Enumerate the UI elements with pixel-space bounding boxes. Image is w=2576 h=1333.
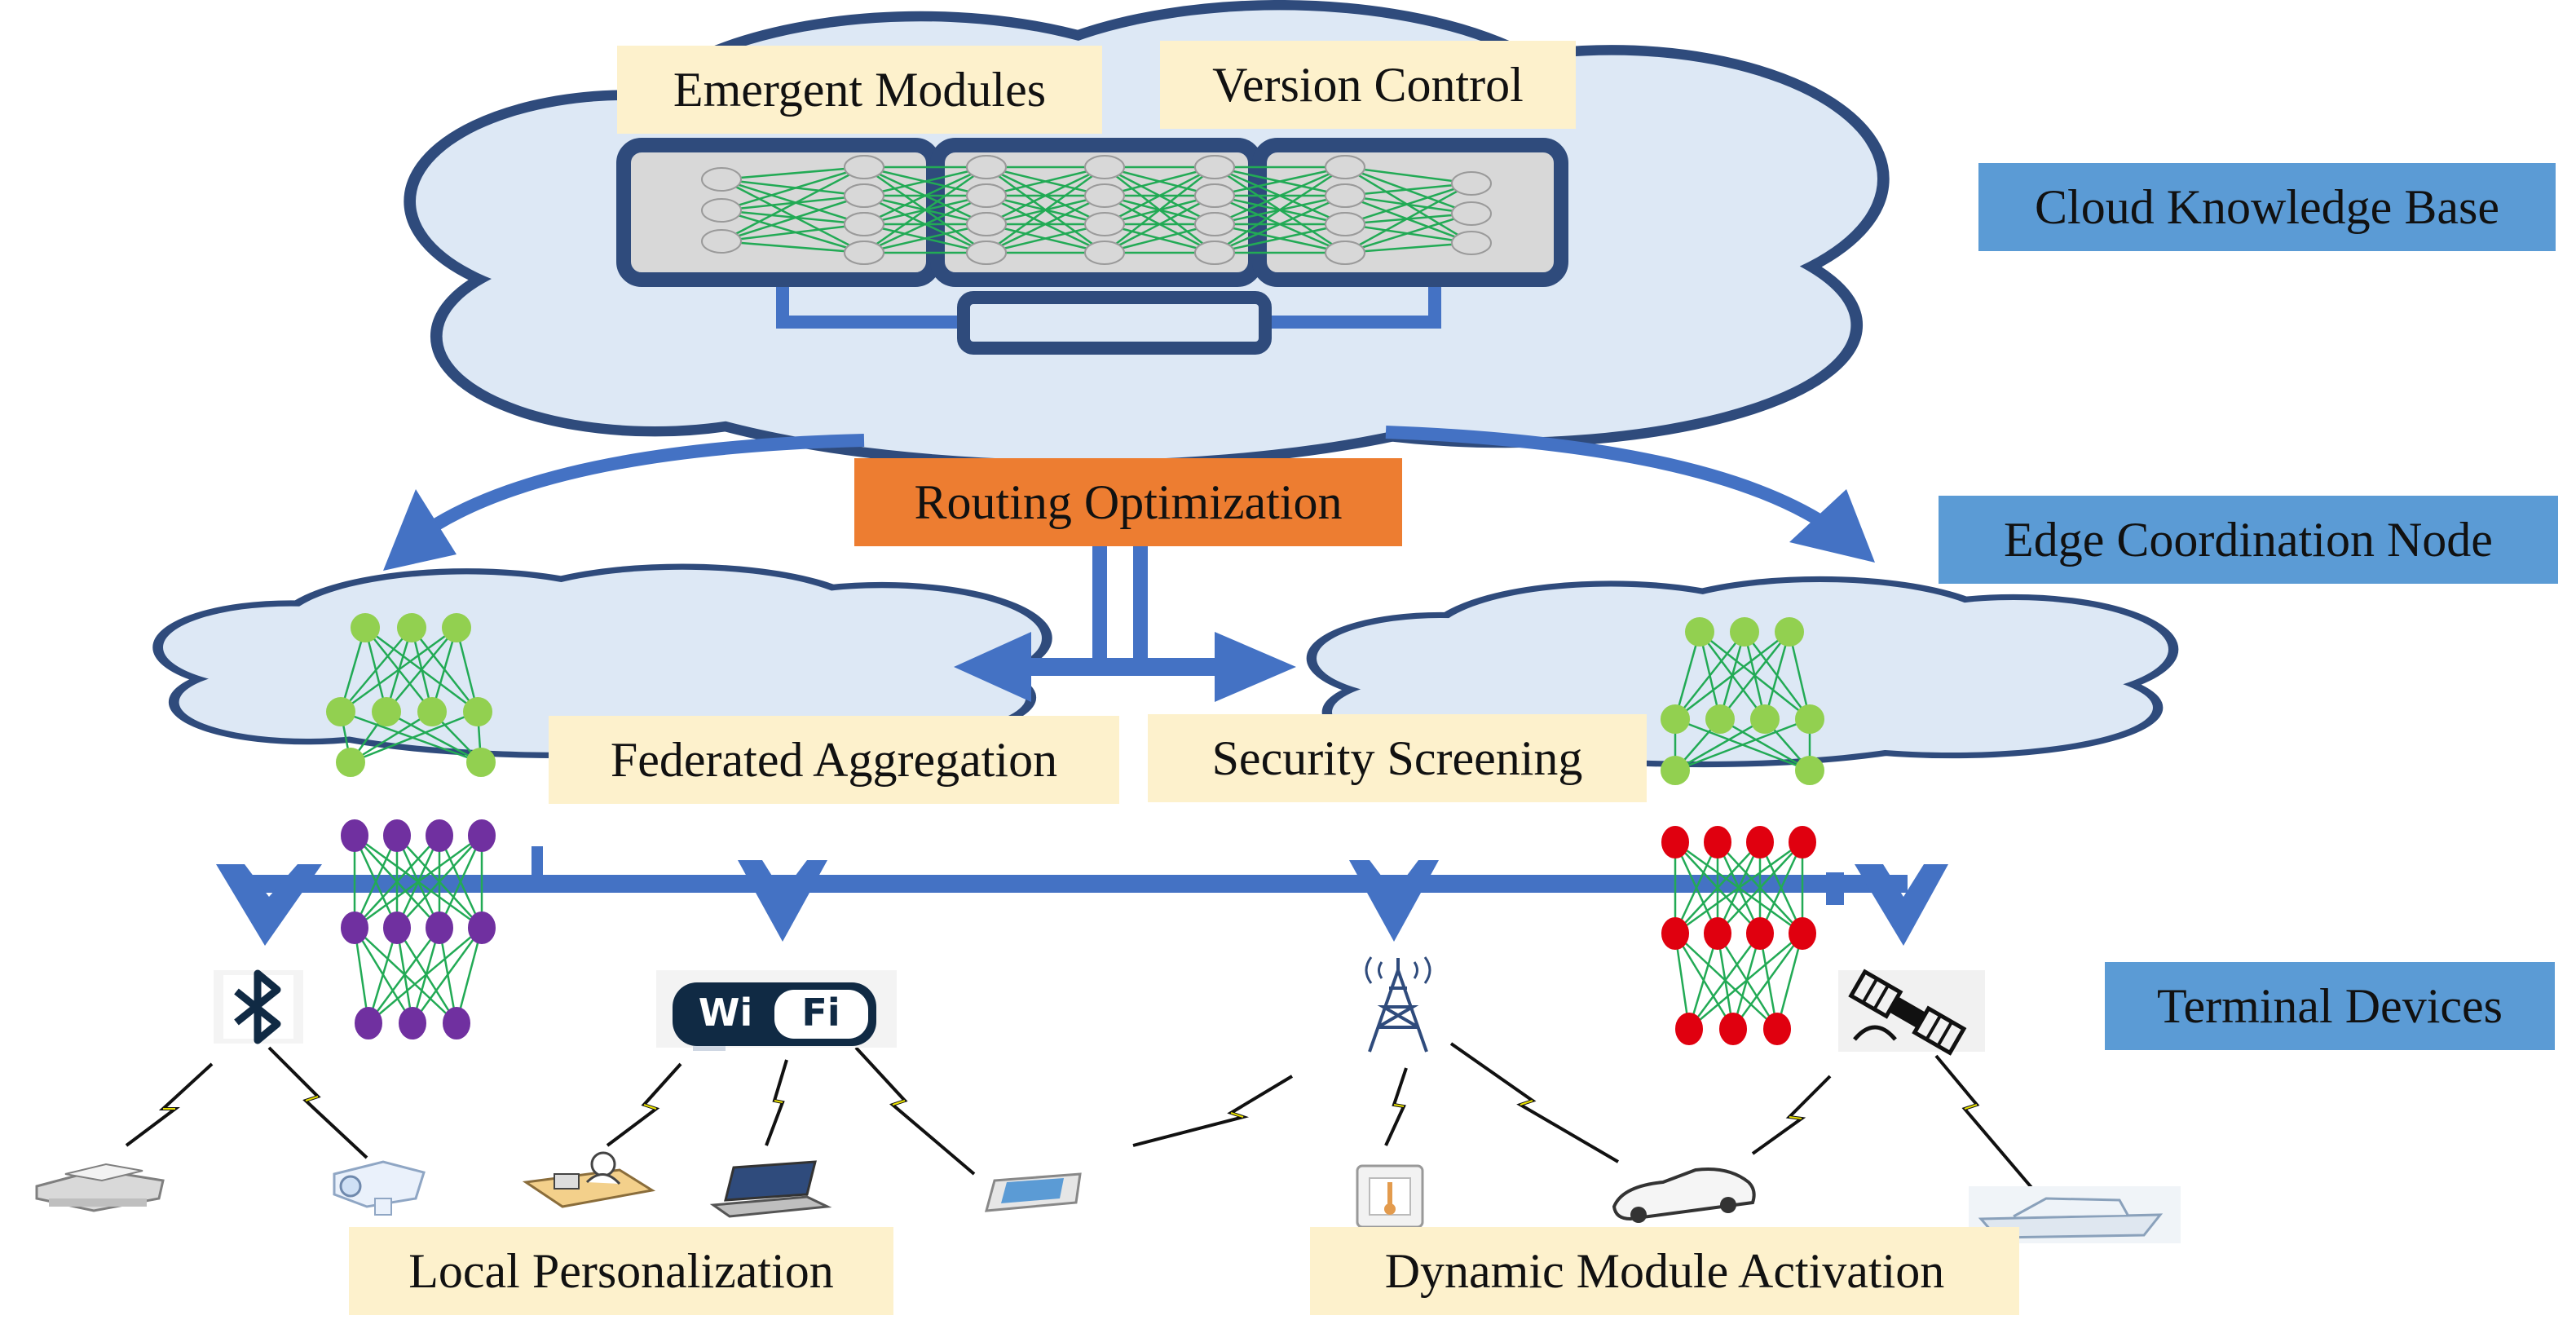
module-net-bridge-2 <box>1194 155 1365 265</box>
terminal-bus <box>216 846 1948 946</box>
printer-device-icon <box>35 1163 165 1212</box>
satellite-icon <box>1838 969 1985 1056</box>
terminal-net-purple <box>341 819 496 1039</box>
wifi-right-text: Fi <box>801 991 840 1035</box>
label-dynamic-module-activation: Dynamic Module Activation <box>1310 1227 2019 1315</box>
label-version-control: Version Control <box>1160 41 1576 129</box>
projector-device-icon <box>333 1160 426 1216</box>
cloud-to-edge-arrows <box>383 426 1875 571</box>
edge-net-right <box>1661 617 1824 785</box>
thermostat-device-icon <box>1356 1164 1424 1229</box>
tablet-device-icon <box>984 1172 1082 1212</box>
routing-connector <box>954 542 1296 702</box>
bluetooth-icon <box>214 969 303 1044</box>
lightning-glow <box>163 1096 1978 1119</box>
label-cloud-knowledge-base: Cloud Knowledge Base <box>1978 163 2556 251</box>
terminal-neural-networks <box>341 819 1816 1045</box>
module-net-bridge <box>844 155 1007 265</box>
label-federated-aggregation: Federated Aggregation <box>549 716 1119 804</box>
cell-tower-icon <box>1365 956 1431 1053</box>
label-routing-optimization: Routing Optimization <box>854 458 1402 546</box>
laptop-device-icon <box>709 1160 832 1218</box>
wifi-left-text: Wi <box>699 991 753 1035</box>
car-device-icon <box>1612 1167 1756 1223</box>
edge-net-left <box>326 613 496 777</box>
label-emergent-modules: Emergent Modules <box>617 46 1102 134</box>
label-local-personalization: Local Personalization <box>349 1227 893 1315</box>
label-terminal-devices: Terminal Devices <box>2105 962 2555 1050</box>
desk-user-device-icon <box>522 1151 656 1208</box>
cloud-neural-networks <box>701 155 1492 265</box>
edge-neural-networks <box>326 613 1824 785</box>
label-security-screening: Security Screening <box>1148 714 1647 802</box>
terminal-net-red <box>1661 826 1816 1045</box>
label-edge-coordination-node: Edge Coordination Node <box>1939 496 2558 584</box>
wifi-icon: Wi Fi <box>656 970 897 1051</box>
